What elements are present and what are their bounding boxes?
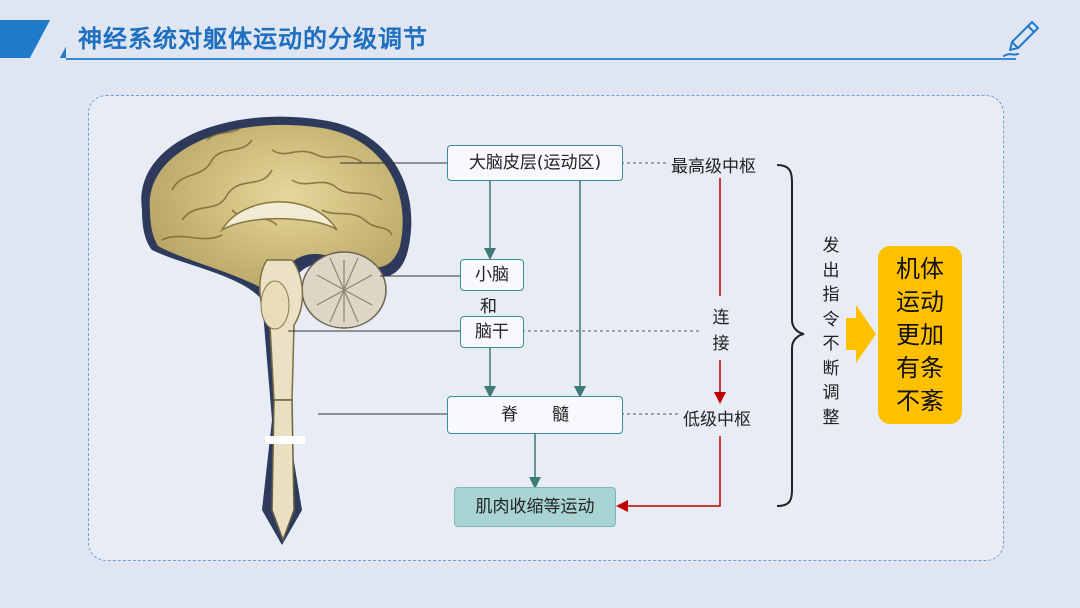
- dashed-leader-lines: [522, 162, 700, 415]
- muscle-contraction-box: 肌肉收缩等运动: [454, 487, 616, 527]
- title-underline: [66, 58, 1016, 60]
- teal-arrows: [484, 179, 586, 489]
- result-text: 机体 运动 更加 有条 不紊: [878, 253, 962, 418]
- result-box: [878, 246, 962, 424]
- result-line: 有条: [896, 354, 944, 382]
- result-line: 更加: [896, 321, 944, 349]
- cerebellum-box: 小脑: [460, 259, 524, 291]
- pen-icon: [1003, 21, 1039, 57]
- connect-label: 连接: [712, 308, 730, 354]
- continuous-adjust-label: 发出指令不断调整: [822, 236, 840, 428]
- red-arrows: [616, 178, 726, 512]
- right-arrow-icon: [846, 305, 876, 363]
- cortex-motor-area-box: 大脑皮层(运动区): [447, 145, 623, 181]
- slide-title: 神经系统对躯体运动的分级调节: [78, 25, 428, 53]
- spinal-cord-box: 脊 髓: [447, 396, 623, 434]
- brainstem-box: 脑干: [460, 316, 524, 348]
- highest-center-label: 最高级中枢: [671, 157, 756, 177]
- brain-sagittal-illustration: [141, 116, 412, 546]
- pointer-lines: [288, 162, 460, 415]
- curly-brace: [776, 164, 805, 507]
- low-center-label: 低级中枢: [683, 410, 751, 430]
- result-line: 机体: [896, 255, 944, 283]
- and-connector-text: 和: [480, 297, 497, 317]
- result-line: 运动: [896, 288, 944, 316]
- result-line: 不紊: [896, 387, 944, 415]
